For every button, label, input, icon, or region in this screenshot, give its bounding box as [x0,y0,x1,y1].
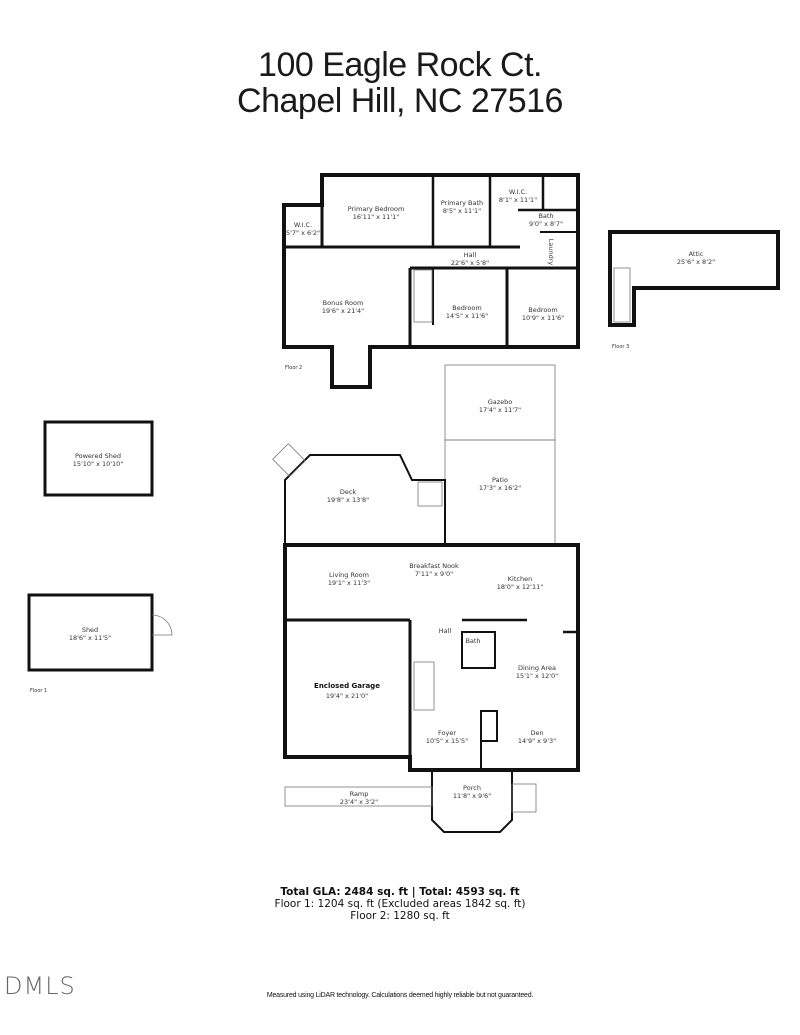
room-name: Bath [538,212,553,220]
room-name: Porch [463,784,481,792]
room-name: Bedroom [528,306,557,314]
total-area: Total GLA: 2484 sq. ft | Total: 4593 sq.… [280,886,520,898]
room-size: 5'7" x 6'2" [286,229,320,237]
room-size: 19'1" x 11'3" [328,579,370,587]
attic-outline [608,230,780,327]
floor-1-area: Floor 1: 1204 sq. ft (Excluded areas 184… [274,898,526,910]
room-name: Attic [689,250,704,258]
floor-label: Floor 3 [612,344,629,350]
floor-2-area: Floor 2: 1280 sq. ft [350,910,450,922]
room-name: Bonus Room [323,299,364,307]
deck-stairs [272,443,306,477]
room-size: 7'11" x 9'0" [415,570,453,578]
stairs [613,267,631,323]
room-name: Primary Bedroom [348,205,405,213]
room-size: 10'9" x 11'6" [522,314,564,322]
address-line2: Chapel Hill, NC 27516 [237,82,563,120]
room-size: 8'1" x 11'1" [499,196,537,204]
room-name: Bath [465,637,480,645]
floor-2-outline [282,173,580,389]
patio-outline [444,439,556,546]
floor-3: Attic 25'6" x 8'2" Floor 3 [608,230,780,350]
room-name: Hall [439,627,452,635]
ramp-outline [284,786,433,807]
porch-stairs [511,783,537,813]
room-size: 9'0" x 8'7" [529,220,563,228]
floor-1: Breakfast Nook 7'11" x 9'0" Living Room … [283,543,580,833]
disclaimer: Measured using LiDAR technology. Calcula… [266,992,534,999]
room-name: Gazebo [488,398,513,406]
room-name: Shed [82,626,98,634]
floor-label: Floor 1 [30,688,47,694]
room-name: Living Room [329,571,369,579]
room-name: Enclosed Garage [314,682,380,690]
room-name: Dining Area [518,664,556,672]
stairs [413,661,435,711]
room-name: Foyer [438,729,456,737]
room-size: 14'5" x 11'6" [446,312,488,320]
room-name: Den [530,729,543,737]
room-size: 15'1" x 12'0" [516,672,558,680]
room-size: 19'6" x 21'4" [322,307,364,315]
dmls-logo: DMLS [4,972,76,1000]
room-size: 14'9" x 9'3" [518,737,556,745]
room-name: W.I.C. [509,188,527,196]
room-size: 11'8" x 9'6" [453,792,491,800]
room-size: 22'6" x 5'8" [451,259,489,267]
door-swing [151,614,173,636]
room-size: 19'4" x 21'0" [326,692,368,700]
floor-label: Floor 2 [285,365,302,371]
room-size: 18'0" x 12'11" [497,583,543,591]
room-name: Laundry [547,239,555,266]
room-size: 17'3" x 16'2" [479,484,521,492]
closet [480,710,498,742]
powered-shed-outline [43,420,154,497]
shed-outline [27,593,154,672]
room-size: 25'6" x 8'2" [677,258,715,266]
stairs [413,269,433,323]
room-name: W.I.C. [294,221,312,229]
room-name: Kitchen [508,575,532,583]
room-size: 8'5" x 11'1" [443,207,481,215]
room-size: 23'4" x 3'2" [340,798,378,806]
bath-walls [461,631,496,669]
deck-stairs [417,481,443,507]
room-name: Powered Shed [75,452,121,460]
porch-outline [431,769,513,833]
room-name: Bedroom [452,304,481,312]
room-size: 19'8" x 13'8" [327,496,369,504]
room-size: 15'10" x 10'10" [73,460,124,468]
room-name: Primary Bath [441,199,483,207]
room-size: 17'4" x 11'7" [479,406,521,414]
floor-2: Primary Bedroom 16'11" x 11'1" Primary B… [282,173,580,389]
room-size: 10'5" x 15'5" [426,737,468,745]
room-name: Deck [340,488,357,496]
room-name: Patio [492,476,508,484]
address-line1: 100 Eagle Rock Ct. [258,46,542,84]
room-size: 18'6" x 11'5" [69,634,111,642]
outdoor-areas: Gazebo 17'4" x 11'7" Patio 17'3" x 16'2"… [27,364,556,694]
room-name: Hall [464,251,477,259]
room-name: Ramp [350,790,369,798]
room-size: 16'11" x 11'1" [353,213,399,221]
room-name: Breakfast Nook [409,562,459,570]
